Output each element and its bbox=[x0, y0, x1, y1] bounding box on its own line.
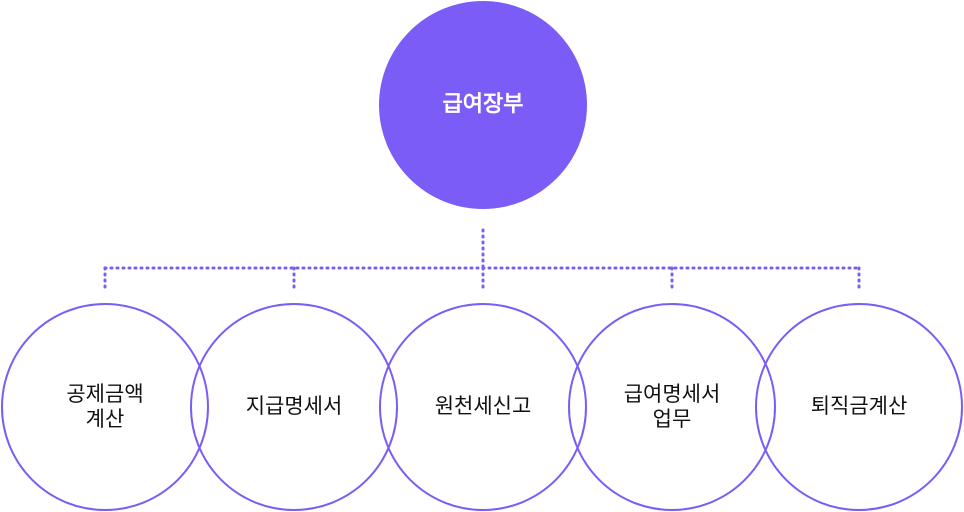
child-node-5-line-1: 퇴직금계산 bbox=[810, 394, 908, 419]
child-node-4-line-2: 업무 bbox=[652, 407, 692, 431]
child-node-circle-3 bbox=[379, 303, 587, 511]
root-node-label: 급여장부 bbox=[442, 91, 524, 117]
child-node-label-4: 급여명세서 업무 bbox=[568, 303, 776, 511]
child-node-3-line-1: 원천세신고 bbox=[434, 394, 532, 419]
child-node-label-1: 공제금액 계산 bbox=[1, 303, 209, 511]
child-node-circle-2 bbox=[190, 303, 398, 511]
child-node-4-line-1: 급여명세서 bbox=[623, 381, 721, 406]
child-node-circle-4 bbox=[568, 303, 776, 511]
child-node-label-3: 원천세신고 bbox=[379, 303, 587, 511]
child-node-circle-1 bbox=[1, 303, 209, 511]
child-node-2-line-1: 지급명세서 bbox=[245, 394, 343, 419]
child-node-circle-5 bbox=[755, 303, 963, 511]
child-node-1-line-1: 공제금액 bbox=[66, 381, 144, 406]
child-node-label-5: 퇴직금계산 bbox=[755, 303, 963, 511]
child-node-1-line-2: 계산 bbox=[85, 407, 125, 431]
root-node-circle bbox=[379, 1, 587, 209]
child-node-label-2: 지급명세서 bbox=[190, 303, 398, 511]
